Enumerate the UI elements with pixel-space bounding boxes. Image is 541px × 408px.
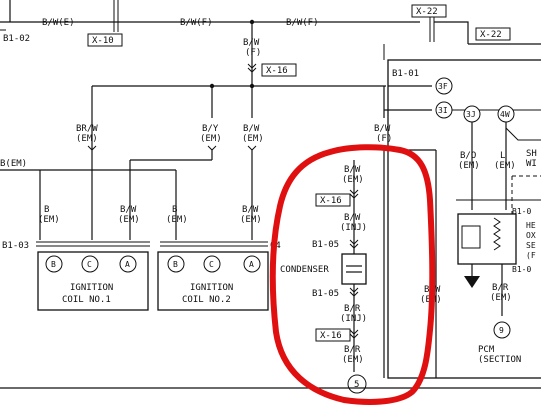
sensor-he: HE bbox=[526, 221, 536, 230]
tag-x-16-upper-label: X-16 bbox=[320, 196, 342, 206]
connector-b1-05-bottom: B1-05 bbox=[312, 289, 339, 299]
sensor-f: (F bbox=[526, 251, 536, 260]
condenser-label: CONDENSER bbox=[280, 265, 329, 275]
ignition-coil-1: B (EM) B/W (EM) B1-03 B C A IGNITION COI… bbox=[2, 205, 150, 311]
connector-b1-0-b: B1-0 bbox=[512, 265, 531, 274]
coil2-w1: B bbox=[172, 205, 177, 215]
coil2-pin-a: A bbox=[249, 260, 254, 269]
pin-3j: 3J bbox=[466, 110, 476, 119]
wire-b-w-mid: B/W bbox=[243, 124, 260, 134]
wire-br-w-em: (EM) bbox=[76, 134, 98, 144]
connector-b1-05-top: B1-05 bbox=[312, 240, 339, 250]
sensor-se: SE bbox=[526, 241, 536, 250]
wire-b-r: B/R bbox=[492, 283, 509, 293]
pin-9: 9 bbox=[499, 326, 504, 335]
cond-top-em: (EM) bbox=[342, 175, 364, 185]
tag-x-16-lower bbox=[315, 328, 351, 342]
coil1-w1: B bbox=[44, 205, 49, 215]
connector-b1-01: B1-01 bbox=[392, 69, 419, 79]
condenser-circuit: B/W (EM) X-16 B/W (INJ) B1-05 CONDENSER … bbox=[280, 160, 367, 394]
pcm-connector-frame bbox=[387, 59, 541, 379]
ignition-coil-2: B (EM) B/W (EM) 04 B C A IGNITION COIL N… bbox=[157, 205, 281, 311]
pin-4w: 4W bbox=[500, 110, 510, 119]
sensor-ox: OX bbox=[526, 231, 536, 240]
connector-b1-02: B1-02 bbox=[3, 34, 30, 44]
ground-triangle bbox=[464, 276, 480, 288]
coil2-label-1: IGNITION bbox=[190, 283, 233, 293]
wire-cut-b: WI bbox=[526, 159, 537, 169]
pin-3i: 3I bbox=[438, 106, 448, 115]
tag-x-16-top bbox=[261, 63, 297, 77]
coil2-pin-b: B bbox=[173, 260, 178, 269]
wire-br-w: BR/W bbox=[76, 124, 98, 134]
connector-b1-0-a: B1-0 bbox=[512, 207, 531, 216]
tag-x-22-right-label: X-22 bbox=[480, 30, 502, 40]
heated-sensor-box bbox=[457, 213, 517, 265]
tag-x-16-upper bbox=[315, 193, 351, 207]
coil2-w2-em: (EM) bbox=[240, 215, 262, 225]
top-wire-row: B1-02 B/W(E) B/W(F) B/W(F) X-10 X-22 X-2… bbox=[0, 0, 541, 60]
coil2-pin-c: C bbox=[209, 260, 214, 269]
coil1-w2-em: (EM) bbox=[118, 215, 140, 225]
cond-mid-color: B/W bbox=[344, 213, 361, 223]
coil1-pin-a: A bbox=[125, 260, 130, 269]
cond-top-color: B/W bbox=[344, 165, 361, 175]
wire-b-y: B/Y bbox=[202, 124, 219, 134]
condenser-body bbox=[341, 253, 367, 285]
tag-x-22-top bbox=[411, 4, 447, 18]
wire-label-b-w-f-2: B/W(F) bbox=[286, 18, 319, 28]
cond-bottom-em: (EM) bbox=[342, 355, 364, 365]
coil1-w2: B/W bbox=[120, 205, 137, 215]
wire-b-r-em: (EM) bbox=[490, 293, 512, 303]
coil1-connector: B1-03 bbox=[2, 241, 29, 251]
pin-3f: 3F bbox=[438, 82, 448, 91]
coil1-pin-b: B bbox=[51, 260, 56, 269]
coil2-label-2: COIL NO.2 bbox=[182, 295, 231, 305]
cond-mid-inj: (INJ) bbox=[340, 223, 367, 233]
wire-b-w-f-suffix: (F) bbox=[376, 134, 392, 144]
wire-b-em-left: B(EM) bbox=[0, 159, 27, 169]
coil1-pin-c: C bbox=[87, 260, 92, 269]
coil1-w1-em: (EM) bbox=[38, 215, 60, 225]
cond-lower-color: B/R bbox=[344, 304, 361, 314]
red-highlight-loop bbox=[269, 144, 436, 405]
coil1-label-1: IGNITION bbox=[70, 283, 113, 293]
left-drop: B/W (F) X-16 bbox=[91, 22, 386, 118]
drop-color: B/W bbox=[243, 38, 260, 48]
wire-l: L bbox=[500, 151, 505, 161]
tag-x-22-right bbox=[475, 27, 511, 41]
cond-lower-inj: (INJ) bbox=[340, 314, 367, 324]
wire-l-em: (EM) bbox=[494, 161, 516, 171]
drop-suffix: (F) bbox=[245, 48, 261, 58]
mid-labels: BR/W (EM) B/Y (EM) B/W (EM) B/W (F) B(EM… bbox=[0, 118, 437, 378]
coil2-w1-em: (EM) bbox=[166, 215, 188, 225]
tag-x-10-label: X-10 bbox=[92, 36, 114, 46]
pcm-label: PCM bbox=[478, 345, 495, 355]
tag-x-10 bbox=[87, 33, 123, 47]
wire-b-o: B/O bbox=[460, 151, 476, 161]
ground-point-5-label: 5 bbox=[354, 380, 359, 390]
tag-x-16-lower-label: X-16 bbox=[320, 331, 342, 341]
wire-b-o-em: (EM) bbox=[458, 161, 480, 171]
cond-bottom-color: B/R bbox=[344, 345, 361, 355]
wire-label-b-w-e: B/W(E) bbox=[42, 18, 75, 28]
coil1-label-2: COIL NO.1 bbox=[62, 295, 111, 305]
wire-label-b-w-f-1: B/W(F) bbox=[180, 18, 213, 28]
tag-x-16-top-label: X-16 bbox=[266, 66, 288, 76]
wire-b-y-em: (EM) bbox=[200, 134, 222, 144]
coil2-w2: B/W bbox=[242, 205, 259, 215]
pcm-section: (SECTION bbox=[478, 355, 521, 365]
wire-b-w-mid-em: (EM) bbox=[242, 134, 264, 144]
right-block: B1-01 3F 3I 3J 4W SH WI B/O (EM) L (EM) … bbox=[384, 59, 541, 379]
wire-cut-a: SH bbox=[526, 149, 537, 159]
tag-x-22-top-label: X-22 bbox=[416, 7, 438, 17]
wire-b-w-f: B/W bbox=[374, 124, 391, 134]
